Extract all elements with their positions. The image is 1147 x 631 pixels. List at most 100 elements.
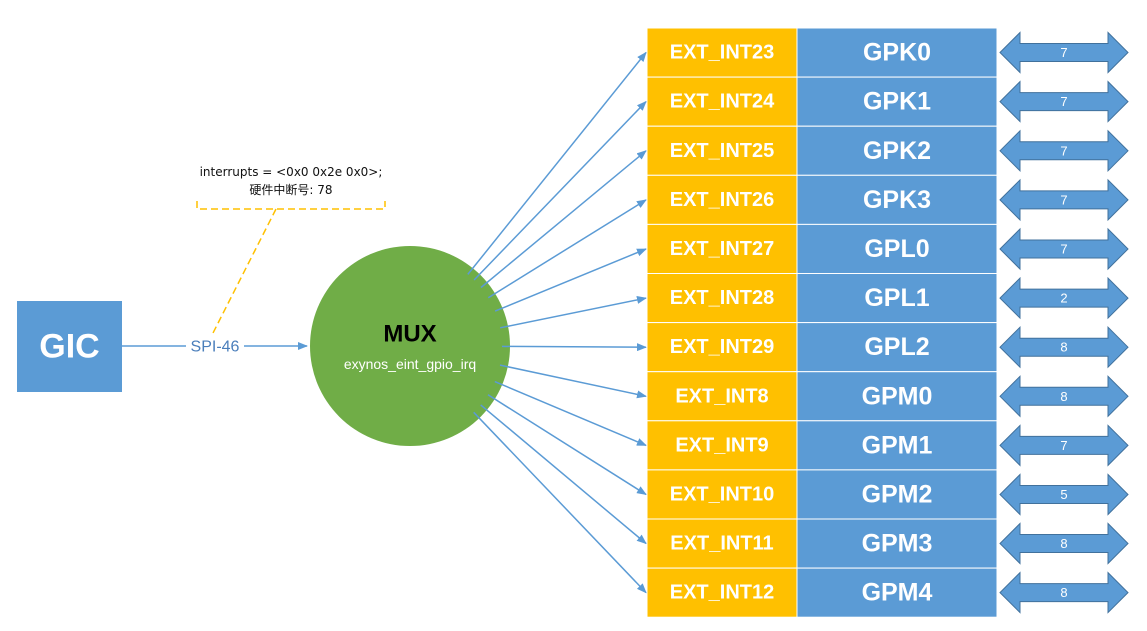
- table-row: EXT_INT9 GPM1 7: [646, 420, 1129, 471]
- ext-int-cell: [646, 76, 798, 127]
- gpio-bank-label: GPM3: [862, 530, 933, 558]
- ext-int-label: EXT_INT27: [670, 238, 774, 260]
- table-row: EXT_INT29 GPL2 8: [646, 322, 1129, 373]
- ext-int-label: EXT_INT26: [670, 189, 774, 211]
- ext-int-label: EXT_INT11: [670, 533, 773, 555]
- ext-int-label: EXT_INT25: [670, 140, 774, 162]
- gpio-bank-cell: [796, 76, 998, 127]
- ext-int-cell: [646, 518, 798, 569]
- note-line-1: interrupts = <0x0 0x2e 0x0>;: [200, 165, 383, 179]
- gpio-bank-label: GPK2: [863, 137, 931, 165]
- pin-double-arrow: [999, 80, 1129, 123]
- pin-double-arrow: [999, 31, 1129, 74]
- pin-count-label: 7: [1060, 192, 1067, 207]
- fan-arrow: [473, 100, 647, 281]
- pin-count-label: 7: [1060, 45, 1067, 60]
- gpio-bank-cell: [796, 273, 998, 324]
- mux-title: MUX: [383, 321, 436, 348]
- pin-count-label: 7: [1060, 242, 1067, 257]
- ext-int-label: EXT_INT9: [675, 434, 768, 456]
- gic-block: GIC: [17, 301, 122, 392]
- table-row: EXT_INT25 GPK2 7: [646, 125, 1129, 176]
- fan-arrow: [487, 199, 647, 299]
- ext-int-label: EXT_INT24: [670, 91, 775, 113]
- gpio-bank-cell: [796, 420, 998, 471]
- ext-int-cell: [646, 273, 798, 324]
- pin-double-arrow: [999, 129, 1129, 173]
- fan-arrow: [473, 411, 647, 594]
- table-row: EXT_INT12 GPM4 8: [646, 567, 1129, 618]
- pin-double-arrow: [999, 325, 1129, 369]
- table-row: EXT_INT28 GPL1 2: [646, 273, 1129, 324]
- pin-count-label: 2: [1060, 291, 1067, 306]
- note-line-2: 硬件中断号: 78: [249, 182, 332, 197]
- ext-int-cell: [646, 420, 798, 471]
- table-row: EXT_INT11 GPM3 8: [646, 518, 1129, 569]
- fan-arrow: [480, 404, 647, 545]
- note-leader-line: [212, 208, 277, 334]
- pin-double-arrow: [999, 473, 1129, 516]
- table-row: EXT_INT26 GPK3 7: [646, 174, 1129, 225]
- gpio-bank-cell: [796, 322, 998, 373]
- pin-double-arrow: [999, 424, 1129, 467]
- pin-count-label: 7: [1060, 143, 1067, 158]
- gpio-bank-label: GPM2: [862, 481, 933, 509]
- pin-double-arrow: [999, 227, 1129, 271]
- gpio-bank-label: GPM1: [862, 431, 933, 459]
- ext-int-cell: [646, 27, 798, 78]
- gpio-bank-label: GPL1: [864, 284, 929, 312]
- pin-count-label: 8: [1060, 389, 1067, 404]
- gpio-bank-label: GPL2: [864, 333, 929, 361]
- fan-arrow: [494, 248, 647, 312]
- mux-circle: [310, 246, 510, 446]
- ext-int-label: EXT_INT12: [670, 582, 774, 604]
- gpio-bank-label: GPK1: [863, 88, 931, 116]
- table-row: EXT_INT27 GPL0 7: [646, 223, 1129, 274]
- ext-int-label: EXT_INT23: [670, 42, 774, 64]
- ext-int-label: EXT_INT29: [670, 336, 774, 358]
- fan-arrow: [499, 364, 647, 399]
- pin-double-arrow: [999, 276, 1129, 320]
- pin-double-arrow: [999, 571, 1129, 614]
- gpio-bank-label: GPL0: [864, 235, 929, 263]
- fan-arrow: [500, 295, 647, 329]
- fan-arrow: [480, 150, 647, 289]
- table-row: EXT_INT10 GPM2 5: [646, 469, 1129, 520]
- gic-label: GIC: [39, 328, 99, 366]
- interrupt-note: interrupts = <0x0 0x2e 0x0>; 硬件中断号: 78: [196, 165, 386, 334]
- pin-count-label: 8: [1060, 536, 1067, 551]
- ext-int-label: EXT_INT10: [670, 484, 774, 506]
- pin-count-label: 5: [1060, 487, 1067, 502]
- mux-subtitle: exynos_eint_gpio_irq: [344, 356, 476, 372]
- fan-arrow: [494, 380, 647, 447]
- pin-double-arrow: [999, 178, 1129, 222]
- pin-count-label: 7: [1060, 438, 1067, 453]
- note-bracket: [196, 201, 386, 210]
- gpio-bank-cell: [796, 125, 998, 176]
- fan-out-arrows: [467, 51, 647, 594]
- gpio-bank-cell: [796, 567, 998, 618]
- fan-arrow: [487, 394, 647, 496]
- gpio-bank-label: GPM4: [862, 579, 933, 607]
- gpio-bank-cell: [796, 371, 998, 422]
- pin-double-arrow: [999, 375, 1129, 418]
- gpio-bank-cell: [796, 27, 998, 78]
- pin-double-arrow: [999, 522, 1129, 565]
- mux-block: MUX exynos_eint_gpio_irq: [310, 246, 510, 446]
- ext-int-cell: [646, 371, 798, 422]
- gpio-bank-label: GPK3: [863, 186, 931, 214]
- fan-arrow: [467, 51, 647, 275]
- ext-int-cell: [646, 174, 798, 225]
- ext-int-cell: [646, 125, 798, 176]
- pin-count-label: 8: [1060, 340, 1067, 355]
- pin-count-label: 8: [1060, 585, 1067, 600]
- gpio-bank-label: GPM0: [862, 382, 933, 410]
- fan-arrow: [501, 343, 647, 352]
- gic-box: [17, 301, 122, 392]
- ext-int-label: EXT_INT28: [670, 287, 774, 309]
- spi-link-label: SPI-46: [191, 339, 240, 356]
